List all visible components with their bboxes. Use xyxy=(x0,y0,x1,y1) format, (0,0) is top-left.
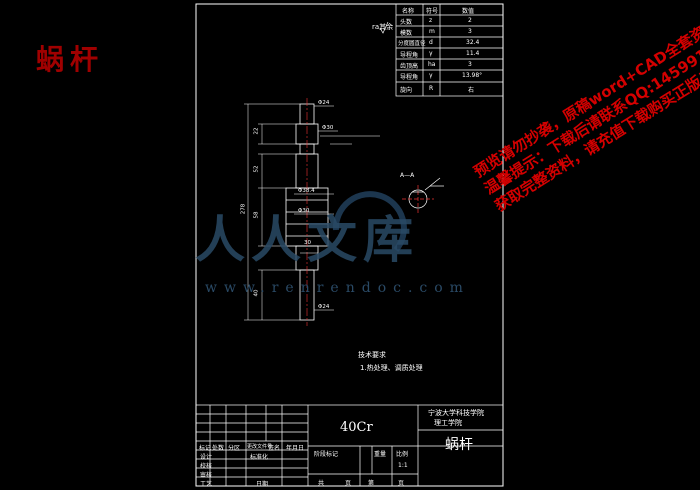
dim-d3: Φ38.4 xyxy=(298,188,315,194)
param-row-symbol: m xyxy=(429,28,435,35)
roughness-symbol xyxy=(379,21,389,34)
watermark-logo xyxy=(332,191,407,252)
dim-len-a: 22 xyxy=(253,127,260,135)
tb-row-review: 审核 xyxy=(200,472,213,479)
tb-header-zone: 分区 xyxy=(228,445,241,452)
part-name: 蜗杆 xyxy=(445,437,473,453)
tb-stage: 阶段标记 xyxy=(314,451,339,458)
tb-row-check: 校核 xyxy=(200,463,213,470)
param-row-value: 右 xyxy=(468,87,475,94)
tb-sheets-total: 共 xyxy=(318,480,325,487)
dim-d1: Φ24 xyxy=(318,100,330,106)
param-row-symbol: d xyxy=(429,39,433,46)
school-line-2: 理工学院 xyxy=(434,419,462,427)
watermark-brand: 人人文库 xyxy=(195,210,419,269)
param-row-symbol: z xyxy=(429,17,433,24)
tech-req-heading: 技术要求 xyxy=(358,351,386,359)
tb-weight: 重量 xyxy=(374,451,387,458)
tb-header-date: 年月日 xyxy=(286,445,305,452)
param-row-label: 分度圆直径 xyxy=(398,41,426,47)
param-header-symbol: 符号 xyxy=(426,8,439,15)
dimension-lines xyxy=(244,103,380,321)
tb-scale: 比例 xyxy=(396,451,409,458)
tb-header-sign: 签名 xyxy=(268,445,281,452)
dim-len-b: 52 xyxy=(253,165,260,173)
param-header-value: 数值 xyxy=(462,8,475,15)
tb-scale-value: 1:1 xyxy=(398,462,408,469)
roughness-note: ra其余 xyxy=(372,23,394,31)
tech-req-item: 1.热处理、调质处理 xyxy=(360,364,423,372)
tb-sheets-page: 页 xyxy=(345,480,352,487)
title-block-grid xyxy=(195,404,504,487)
param-row-value: 11.4 xyxy=(466,50,480,57)
tb-approve-date: 日期 xyxy=(256,481,269,488)
param-row-symbol: R xyxy=(429,85,434,92)
watermark-url: www.renrendoc.com xyxy=(205,280,470,296)
dim-d5: Φ24 xyxy=(318,304,330,310)
tb-header-count: 处数 xyxy=(212,445,225,452)
tb-sheets-index: 第 xyxy=(368,480,375,487)
param-row-symbol: γ xyxy=(429,72,433,79)
param-row-value: 2 xyxy=(468,17,472,24)
param-row-symbol: γ xyxy=(429,50,433,57)
tb-sheets-page2: 页 xyxy=(398,480,405,487)
material-label: 40Cr xyxy=(340,420,373,435)
tb-row-design: 设计 xyxy=(200,454,213,461)
param-row-symbol: ha xyxy=(428,61,436,68)
param-row-label: 头数 xyxy=(400,19,413,26)
section-view xyxy=(402,177,444,213)
param-row-value: 3 xyxy=(468,28,472,35)
tb-header-mark: 标记 xyxy=(199,445,212,452)
tb-header-doc: 更改文件号 xyxy=(247,444,273,450)
dim-d4: Φ30 xyxy=(298,208,310,214)
param-header-name: 名称 xyxy=(402,8,415,15)
section-label: A—A xyxy=(400,172,415,179)
tb-row-process: 工艺 xyxy=(200,481,213,488)
param-row-value: 3 xyxy=(468,61,472,68)
left-title: 蜗杆 xyxy=(36,43,105,76)
school-line-1: 宁波大学科技学院 xyxy=(428,409,484,417)
param-row-value: 13.98° xyxy=(462,72,483,79)
dim-d2: Φ30 xyxy=(322,125,334,131)
tb-approve: 标准化 xyxy=(250,454,269,461)
param-row-value: 32.4 xyxy=(466,39,480,46)
param-row-label: 旋向 xyxy=(400,87,413,94)
param-table-grid xyxy=(395,3,504,97)
param-row-label: 齿顶高 xyxy=(400,63,419,70)
param-row-label: 导程角 xyxy=(400,74,419,81)
dim-len-e: 30 xyxy=(304,240,311,246)
param-row-label: 模数 xyxy=(400,30,413,37)
param-row-label: 导程角 xyxy=(400,52,419,59)
